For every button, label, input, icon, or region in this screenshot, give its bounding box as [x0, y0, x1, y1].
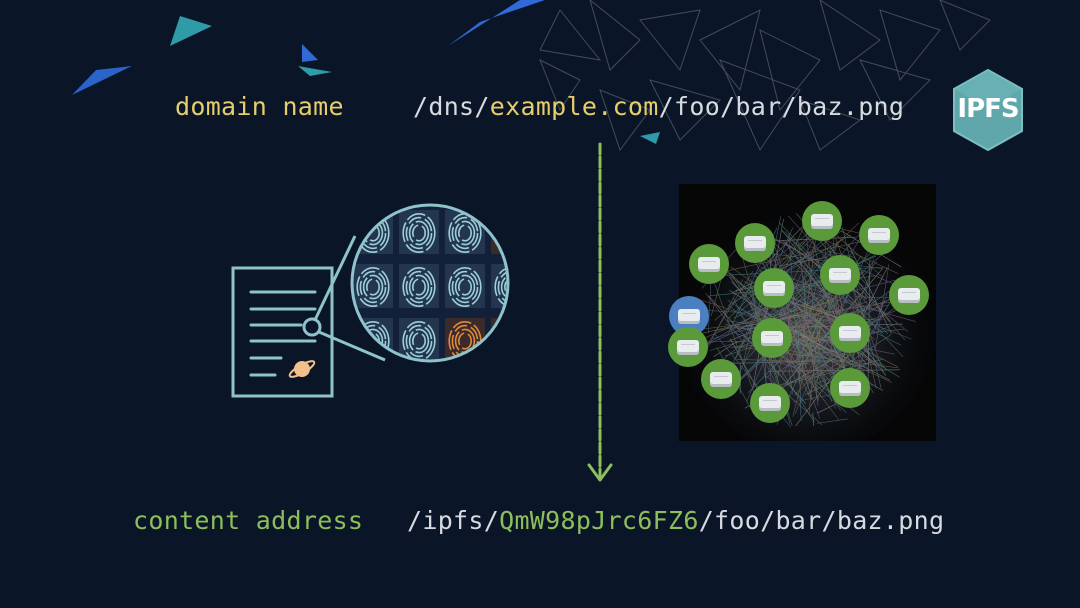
disk-icon: [710, 372, 732, 384]
ipfs-logo-text: IPFS: [950, 94, 1026, 124]
fingerprint-ridge: [498, 326, 523, 357]
fingerprint-ridge: [495, 322, 525, 360]
disk-icon: [761, 331, 783, 343]
fingerprint-ridge: [498, 218, 523, 249]
storage-node-icon: [830, 368, 870, 408]
ipfs-path-suffix: /foo/bar/baz.png: [699, 506, 945, 535]
dns-path-prefix: /dns/: [413, 92, 490, 121]
disk-icon: [763, 281, 785, 293]
dns-path: /dns/example.com/foo/bar/baz.png: [413, 92, 904, 121]
storage-node-icon: [668, 327, 708, 367]
disk-icon: [868, 228, 890, 240]
fingerprint-tile: [445, 210, 485, 254]
fingerprint-ridge: [502, 221, 521, 244]
disk-icon: [839, 381, 861, 393]
storage-node-icon: [830, 313, 870, 353]
fingerprint-ridge: [505, 333, 517, 349]
fingerprint-tile: [445, 318, 485, 362]
storage-node-icon: [820, 255, 860, 295]
fingerprint-ridge: [502, 329, 521, 352]
ipfs-logo-icon: IPFS: [950, 68, 1026, 152]
fingerprint-tile: [445, 264, 485, 308]
fingerprint-ridge: [505, 225, 517, 241]
fingerprint-magnifier-icon: [345, 200, 525, 370]
storage-node-icon: [735, 223, 775, 263]
storage-node-icon: [889, 275, 929, 315]
fingerprint-tile: [353, 264, 393, 308]
down-arrow-icon: [584, 140, 616, 490]
storage-node-icon: [754, 268, 794, 308]
disk-icon: [698, 257, 720, 269]
ipfs-path-hash: QmW98pJrc6FZ6: [499, 506, 699, 535]
disk-icon: [829, 268, 851, 280]
content-address-label: content address: [133, 506, 363, 535]
storage-node-icon: [752, 318, 792, 358]
disk-icon: [677, 340, 699, 352]
fingerprint-tile: [399, 210, 439, 254]
fingerprint-tile: [399, 264, 439, 308]
domain-name-label: domain name: [175, 92, 344, 121]
ipfs-path: /ipfs/QmW98pJrc6FZ6/foo/bar/baz.png: [407, 506, 944, 535]
storage-node-icon: [701, 359, 741, 399]
document-icon: [225, 200, 525, 405]
storage-node-icon: [689, 244, 729, 284]
fingerprint-tile: [491, 210, 525, 254]
disk-icon: [811, 214, 833, 226]
storage-node-icon: [859, 215, 899, 255]
disk-icon: [744, 236, 766, 248]
dns-path-domain: example.com: [490, 92, 659, 121]
disk-icon: [898, 288, 920, 300]
storage-node-icon: [802, 201, 842, 241]
disk-icon: [759, 396, 781, 408]
disk-icon: [678, 309, 700, 321]
storage-node-icon: [750, 383, 790, 423]
dns-path-suffix: /foo/bar/baz.png: [659, 92, 905, 121]
ipfs-path-prefix: /ipfs/: [407, 506, 499, 535]
disk-icon: [839, 326, 861, 338]
planet-seal-icon: [288, 359, 316, 380]
